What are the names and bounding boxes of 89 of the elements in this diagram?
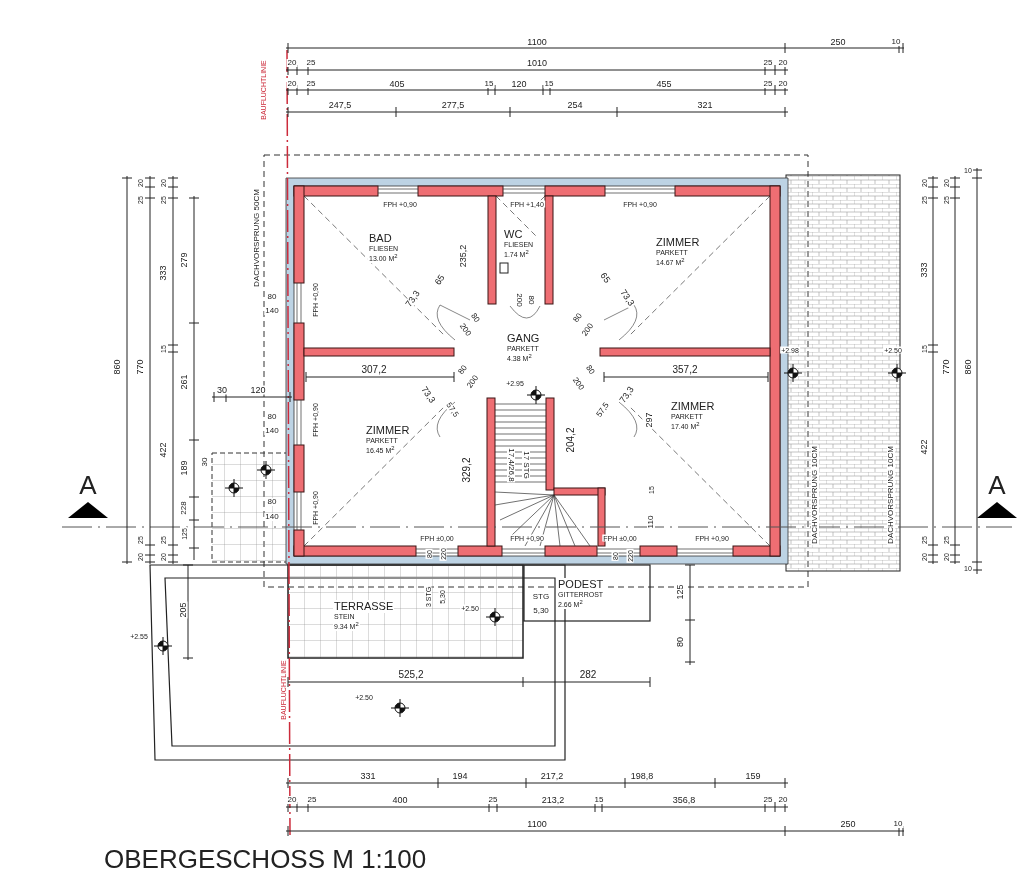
note-label: DACHVORSPRUNG 10CM — [887, 445, 895, 545]
dimension-label: 30 — [201, 456, 209, 468]
dimension-label: 860 — [112, 358, 122, 376]
room-name: ZIMMER — [365, 424, 411, 437]
dimension-label: 329,2 — [462, 456, 472, 484]
dimension-label: 20 — [286, 796, 298, 804]
dimension-label: 205 — [178, 601, 188, 619]
dimension-label: 333 — [919, 261, 929, 279]
stair-label: STG — [531, 593, 551, 601]
dimension-label: 1010 — [526, 58, 548, 68]
dimension-label: 525,2 — [397, 670, 425, 680]
dimension-label: 15 — [483, 80, 495, 88]
dimension-label: 297 — [644, 411, 654, 429]
dimension-label: 140 — [264, 307, 280, 315]
dimension-label: 422 — [158, 441, 168, 459]
dimension-label: 405 — [388, 79, 406, 89]
dimension-label: 110 — [647, 514, 655, 530]
dimension-label: 15 — [543, 80, 555, 88]
dimension-label: 213,2 — [540, 795, 566, 805]
dimension-label: 20 — [777, 59, 789, 67]
dimension-label: 1100 — [526, 37, 548, 47]
room-name: ZIMMER — [670, 400, 716, 413]
stair-label: 17,4/26,8 — [507, 447, 515, 483]
dimension-label: 120 — [510, 79, 528, 89]
dimension-label: 357,2 — [671, 365, 699, 375]
note-label: DACHVORSPRUNG 10CM — [811, 445, 819, 545]
dimension-label: 80 — [266, 413, 278, 421]
dimension-label: 80 — [266, 293, 278, 301]
room-name: PODEST — [557, 578, 605, 591]
dimension-label: 80 — [527, 294, 535, 306]
dimension-label: 25 — [762, 59, 774, 67]
dimension-label: 25 — [305, 59, 317, 67]
dimension-label: 125 — [675, 583, 685, 601]
dimension-label: 279 — [179, 251, 189, 269]
dimension-label: 5,30 — [532, 607, 550, 615]
dimension-label: 228 — [180, 500, 188, 516]
dimension-label: 80 — [266, 498, 278, 506]
dimension-label: 159 — [744, 771, 762, 781]
dimension-label: 189 — [179, 459, 189, 477]
dimension-label: 307,2 — [360, 365, 388, 375]
dimension-label: 321 — [696, 100, 714, 110]
dimension-label: 254 — [566, 100, 584, 110]
dimension-label: 20 — [286, 59, 298, 67]
dimension-label: 20 — [777, 80, 789, 88]
dimension-label: 20 — [286, 80, 298, 88]
dimension-label: 770 — [135, 358, 145, 376]
dimension-label: 15 — [593, 796, 605, 804]
dimension-label: 282 — [578, 670, 598, 680]
dimension-label: 860 — [963, 358, 973, 376]
dimension-label: 277,5 — [440, 100, 466, 110]
dimension-label: 25 — [487, 796, 499, 804]
note-label: DACHVORSPRUNG 50CM — [253, 188, 261, 288]
dimension-label: 120 — [249, 385, 267, 395]
dimension-label: 10 — [890, 38, 902, 46]
dimension-label: 422 — [919, 438, 929, 456]
dimension-label: 235,2 — [458, 243, 468, 269]
room-name: BAD — [368, 232, 393, 245]
room-name: GANG — [506, 332, 541, 345]
dimension-label: 770 — [941, 358, 951, 376]
room-name: TERRASSE — [333, 600, 395, 613]
dimension-label: 25 — [762, 80, 774, 88]
dimension-label: 217,2 — [539, 771, 565, 781]
dimension-label: 247,5 — [327, 100, 353, 110]
dimension-label: 333 — [158, 264, 168, 282]
stair-label: 17 STG — [522, 450, 530, 480]
dimension-label: 331 — [359, 771, 377, 781]
dimension-label: 30 — [216, 385, 228, 395]
room-name: WC — [503, 228, 524, 241]
dimension-label: 25 — [305, 80, 317, 88]
dimension-label: 25 — [762, 796, 774, 804]
dimension-label: 194 — [451, 771, 469, 781]
dimension-label: 455 — [655, 79, 673, 89]
dimension-label: 25 — [306, 796, 318, 804]
room-name: ZIMMER — [655, 236, 701, 249]
dimension-label: 200 — [515, 292, 523, 308]
dimension-label: 80 — [675, 636, 685, 648]
dimension-label: 10 — [892, 820, 904, 828]
dimension-label: 261 — [179, 373, 189, 391]
dimension-label: 400 — [391, 795, 409, 805]
dimension-label: 140 — [264, 513, 280, 521]
dimension-label: 204,2 — [566, 426, 576, 454]
dimension-label: 250 — [839, 819, 857, 829]
dimension-label: 250 — [829, 37, 847, 47]
drawing-title: OBERGESCHOSS M 1:100 — [104, 844, 427, 875]
dimension-label: 140 — [264, 427, 280, 435]
dimension-label: 1100 — [526, 819, 548, 829]
dimension-label: 356,8 — [671, 795, 697, 805]
dimension-label: 20 — [777, 796, 789, 804]
dimension-label: 198,8 — [629, 771, 655, 781]
